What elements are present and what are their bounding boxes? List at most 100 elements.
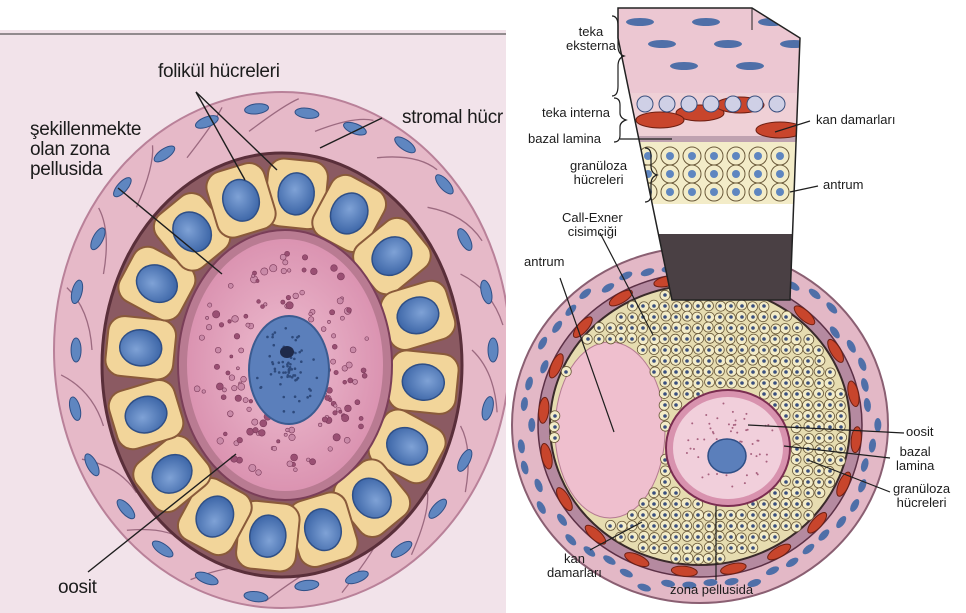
granulosa-nucleus xyxy=(806,337,810,341)
granulosa-nucleus xyxy=(751,381,755,385)
granulosa-nucleus xyxy=(696,315,700,319)
granulosa-nucleus xyxy=(828,414,832,418)
granulosa-nucleus xyxy=(795,337,799,341)
granulosa-nucleus xyxy=(806,403,810,407)
granulosa-nucleus xyxy=(586,337,590,341)
oocyte-organelle xyxy=(342,414,349,421)
granulosa-nucleus xyxy=(652,370,656,374)
granulosa-nucleus xyxy=(696,348,700,352)
granulosa-nucleus xyxy=(619,524,623,528)
granulosa-nucleus xyxy=(630,337,634,341)
granulosa-nucleus xyxy=(707,535,711,539)
granulosa-nucleus xyxy=(641,513,645,517)
granulosa-nucleus xyxy=(817,458,821,462)
granulosa-nucleus xyxy=(674,315,678,319)
right-oocyte-organelle xyxy=(686,452,688,454)
granulosa-nucleus xyxy=(630,315,634,319)
granulosa-nucleus xyxy=(652,326,656,330)
granulosa-nucleus xyxy=(674,491,678,495)
chromatin-dot xyxy=(272,363,275,366)
granulosa-nucleus xyxy=(806,502,810,506)
right-oocyte-organelle xyxy=(736,432,738,434)
right-oocyte-organelle xyxy=(691,422,693,424)
granulosa-nucleus xyxy=(806,436,810,440)
oocyte-organelle xyxy=(249,464,256,471)
granulosa-nucleus xyxy=(718,557,722,561)
oocyte-organelle xyxy=(243,398,248,403)
right-oocyte-organelle xyxy=(752,443,754,445)
granulosa-nucleus xyxy=(685,304,689,308)
oocyte-organelle xyxy=(330,310,335,315)
granulosa-nucleus xyxy=(674,557,678,561)
stromal-cell-nucleus xyxy=(488,338,498,362)
label-granulosa-top: granüloza hücreleri xyxy=(570,159,627,186)
granulosa-nucleus xyxy=(773,392,777,396)
oocyte-organelle xyxy=(300,290,305,295)
granulosa-nucleus xyxy=(740,370,744,374)
granulosa-nucleus xyxy=(619,326,623,330)
granulosa-nucleus xyxy=(729,370,733,374)
granulosa-nucleus xyxy=(828,480,832,484)
oocyte-organelle xyxy=(234,333,240,339)
chromatin-dot xyxy=(294,379,297,382)
oocyte-organelle xyxy=(257,300,261,304)
granulosa-nucleus xyxy=(773,315,777,319)
chromatin-dot xyxy=(292,411,295,414)
granulosa-nucleus xyxy=(685,315,689,319)
granulosa-nucleus xyxy=(652,513,656,517)
granulosa-nucleus xyxy=(729,546,733,550)
oocyte-organelle xyxy=(287,269,291,273)
wedge-granulosa-nucleus xyxy=(710,188,718,196)
granulosa-nucleus xyxy=(795,359,799,363)
oocyte-organelle xyxy=(345,405,352,412)
wedge-stromal-cell xyxy=(648,40,676,48)
granulosa-nucleus xyxy=(663,535,667,539)
chromatin-dot xyxy=(266,336,269,339)
chromatin-dot xyxy=(272,344,275,347)
granulosa-nucleus xyxy=(740,304,744,308)
chromatin-dot xyxy=(291,336,294,339)
wedge-granulosa-nucleus xyxy=(754,188,762,196)
oocyte-organelle xyxy=(280,254,286,260)
right-oocyte-organelle xyxy=(697,438,699,440)
granulosa-nucleus xyxy=(773,491,777,495)
granulosa-nucleus xyxy=(806,480,810,484)
granulosa-nucleus xyxy=(740,337,744,341)
right-oocyte-organelle xyxy=(744,482,746,484)
granulosa-nucleus xyxy=(839,403,843,407)
right-antral-follicle-diagram xyxy=(512,8,904,603)
chromatin-dot xyxy=(293,358,296,361)
granulosa-nucleus xyxy=(773,348,777,352)
oocyte-organelle xyxy=(247,407,252,412)
right-oocyte-organelle xyxy=(708,473,710,475)
chromatin-dot xyxy=(259,386,262,389)
granulosa-nucleus xyxy=(652,359,656,363)
wedge-granulosa-nucleus xyxy=(754,170,762,178)
granulosa-nucleus xyxy=(718,326,722,330)
right-oocyte-organelle xyxy=(713,432,715,434)
wedge-stromal-cell xyxy=(780,40,808,48)
label-zona-pellucida: zona pellusida xyxy=(670,583,753,597)
wedge-theca-cell xyxy=(725,96,741,112)
granulosa-nucleus xyxy=(696,359,700,363)
granulosa-nucleus xyxy=(762,359,766,363)
label-antrum-right: antrum xyxy=(823,178,863,192)
label-blood-vessels-bottom: kan damarları xyxy=(547,552,602,579)
granulosa-nucleus xyxy=(619,315,623,319)
granulosa-nucleus xyxy=(663,326,667,330)
granulosa-nucleus xyxy=(784,326,788,330)
granulosa-nucleus xyxy=(696,535,700,539)
granulosa-nucleus xyxy=(806,370,810,374)
granulosa-nucleus xyxy=(718,381,722,385)
granulosa-nucleus xyxy=(762,535,766,539)
right-oocyte-organelle xyxy=(728,423,730,425)
granulosa-nucleus xyxy=(806,469,810,473)
chromatin-dot xyxy=(309,395,312,398)
granulosa-nucleus xyxy=(718,513,722,517)
granulosa-nucleus xyxy=(773,513,777,517)
oocyte-organelle xyxy=(289,434,295,440)
oocyte-organelle xyxy=(260,420,267,427)
oocyte-organelle xyxy=(331,334,335,338)
oocyte-organelle xyxy=(247,428,254,435)
granulosa-nucleus xyxy=(828,403,832,407)
